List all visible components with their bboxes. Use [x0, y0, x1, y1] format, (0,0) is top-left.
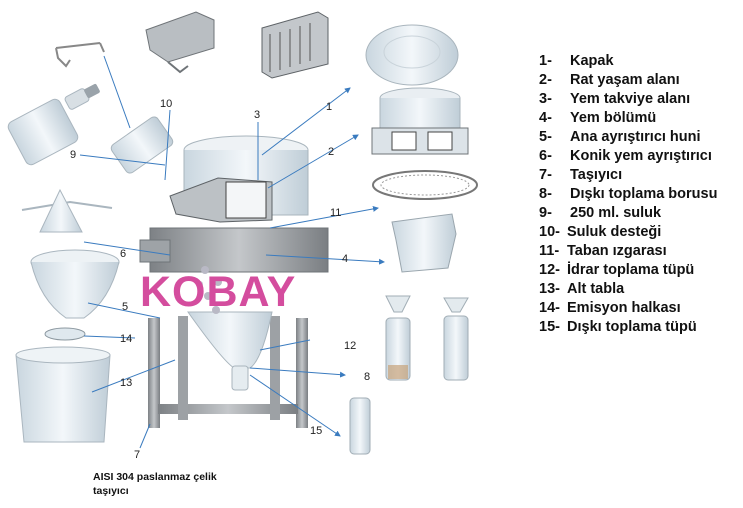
callout-6: 6 — [120, 248, 126, 260]
feces-tube-part — [349, 397, 371, 455]
footnote-line-1: AISI 304 paslanmaz çelik — [93, 471, 217, 483]
legend-item: 13-Alt tabla — [539, 281, 625, 297]
legend-item: 3-Yem takviye alanı — [539, 91, 691, 107]
urine-tube-part-b — [443, 297, 469, 381]
urine-tube-part-a — [385, 295, 411, 381]
water-bottle-part — [7, 84, 100, 166]
legend-item: 8-Dışkı toplama borusu — [539, 186, 718, 202]
legend-item: 14-Emisyon halkası — [539, 300, 681, 316]
callout-7: 7 — [134, 449, 140, 461]
callout-2: 2 — [328, 146, 334, 158]
living-chamber-part — [371, 87, 469, 155]
callout-1: 1 — [326, 101, 332, 113]
floor-grid-part — [372, 170, 478, 200]
cone-feeder-separator-part — [21, 188, 113, 233]
callout-9: 9 — [70, 149, 76, 161]
legend-item: 1-Kapak — [539, 53, 614, 69]
legend-item: 11-Taban ızgarası — [539, 243, 667, 259]
callout-4: 4 — [342, 253, 348, 265]
callout-12: 12 — [344, 340, 356, 352]
feed-box-part — [261, 11, 329, 79]
legend-item: 12-İdrar toplama tüpü — [539, 262, 695, 278]
parts-legend: 1-Kapak 2-Rat yaşam alanı 3-Yem takviye … — [539, 52, 739, 337]
legend-item: 9-250 ml. suluk — [539, 205, 662, 221]
callout-5: 5 — [122, 301, 128, 313]
legend-item: 5-Ana ayrıştırıcı huni — [539, 129, 701, 145]
stand-footnote: AISI 304 paslanmaz çelik taşıyıcı — [93, 470, 263, 498]
lid-part — [365, 24, 459, 86]
logo-graphic — [197, 266, 222, 314]
legend-item: 6-Konik yem ayrıştırıcı — [539, 148, 712, 164]
callout-15: 15 — [310, 425, 322, 437]
legend-item: 4-Yem bölümü — [539, 110, 657, 126]
bottle-hook-part — [55, 42, 105, 68]
callout-3: 3 — [254, 109, 260, 121]
emission-ring-part — [44, 327, 86, 341]
callout-13: 13 — [120, 377, 132, 389]
legend-item: 2-Rat yaşam alanı — [539, 72, 680, 88]
kobay-logo: KOBAY — [140, 268, 297, 316]
lower-tray-part — [15, 346, 111, 443]
callout-8: 8 — [364, 371, 370, 383]
legend-item: 7-Taşıyıcı — [539, 167, 623, 183]
callout-14: 14 — [120, 333, 132, 345]
feeder-hopper-part — [145, 11, 215, 74]
assembled-cage — [110, 116, 329, 428]
legend-item: 15-Dışkı toplama tüpü — [539, 319, 697, 335]
main-separator-funnel-part — [30, 249, 120, 319]
callout-10: 10 — [160, 98, 172, 110]
legend-item: 10-Suluk desteği — [539, 224, 662, 240]
food-compartment-part — [391, 213, 457, 273]
callout-11: 11 — [330, 207, 341, 219]
footnote-line-2: taşıyıcı — [93, 485, 129, 497]
